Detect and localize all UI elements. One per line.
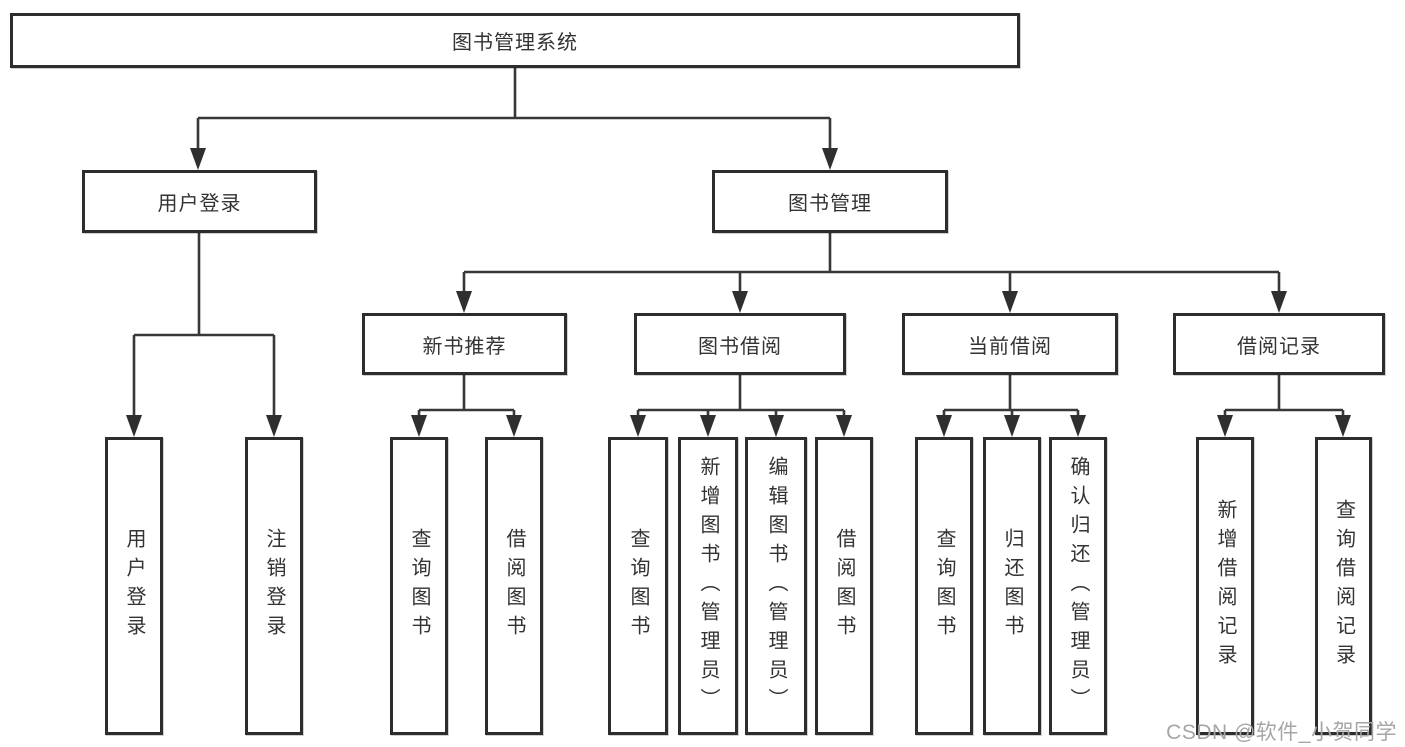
node-borrow-records: 借阅记录 <box>1173 313 1385 375</box>
node-query-books-recommend: 查询图书 <box>390 437 448 735</box>
node-new-book-recommend: 新书推荐 <box>362 313 567 375</box>
node-add-book-admin: 新增图书（管理员） <box>678 437 738 735</box>
node-return-book: 归还图书 <box>983 437 1041 735</box>
node-query-books-current: 查询图书 <box>915 437 973 735</box>
node-book-borrowing: 图书借阅 <box>634 313 846 375</box>
node-add-borrow-record: 新增借阅记录 <box>1196 437 1254 735</box>
node-edit-book-admin: 编辑图书（管理员） <box>745 437 807 735</box>
node-confirm-return-admin: 确认归还（管理员） <box>1049 437 1107 735</box>
node-borrow-books: 借阅图书 <box>815 437 873 735</box>
node-current-borrowing: 当前借阅 <box>902 313 1118 375</box>
arrowheads <box>126 148 1351 437</box>
node-borrow-books-recommend: 借阅图书 <box>485 437 543 735</box>
node-book-management: 图书管理 <box>712 170 948 233</box>
csdn-watermark: CSDN @软件_小贺同学 <box>1166 721 1397 744</box>
node-logout: 注销登录 <box>245 437 303 735</box>
node-query-borrow-record: 查询借阅记录 <box>1315 437 1372 735</box>
node-user-login-leaf: 用户登录 <box>105 437 163 735</box>
node-query-books-borrowing: 查询图书 <box>608 437 668 735</box>
node-user-login: 用户登录 <box>82 170 317 233</box>
node-library-system: 图书管理系统 <box>10 13 1020 68</box>
